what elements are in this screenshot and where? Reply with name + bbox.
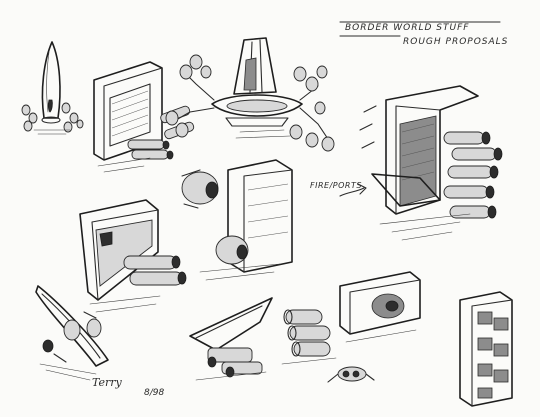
spider-walker-sketch	[165, 37, 335, 152]
title-line-2: ROUGH PROPOSALS	[403, 37, 509, 47]
title-underline	[339, 21, 501, 37]
title-block: BORDER WORLD STUFF ROUGH PROPOSALS	[339, 22, 509, 58]
block-column-sketch	[459, 291, 513, 407]
panel-launcher-sketch	[339, 271, 421, 343]
bunker-turret-sketch	[79, 199, 187, 313]
title-line-1: BORDER WORLD STUFF	[345, 23, 470, 33]
tower-turret-sketch	[181, 159, 293, 281]
triangular-hull-sketch	[189, 297, 273, 381]
gun-turret-sketch	[93, 61, 195, 173]
wing-pod-sketch	[35, 285, 109, 381]
pointer-label: FIRE/PORTS	[310, 181, 362, 190]
signature-date: 8/98	[144, 388, 165, 398]
heavy-cannon-turret-sketch	[339, 85, 503, 241]
artist-signature: Terry	[92, 376, 122, 389]
barrel-cluster-sketch	[281, 309, 337, 365]
capsule-pod-sketch	[21, 41, 84, 135]
small-drone-sketch	[327, 366, 375, 383]
